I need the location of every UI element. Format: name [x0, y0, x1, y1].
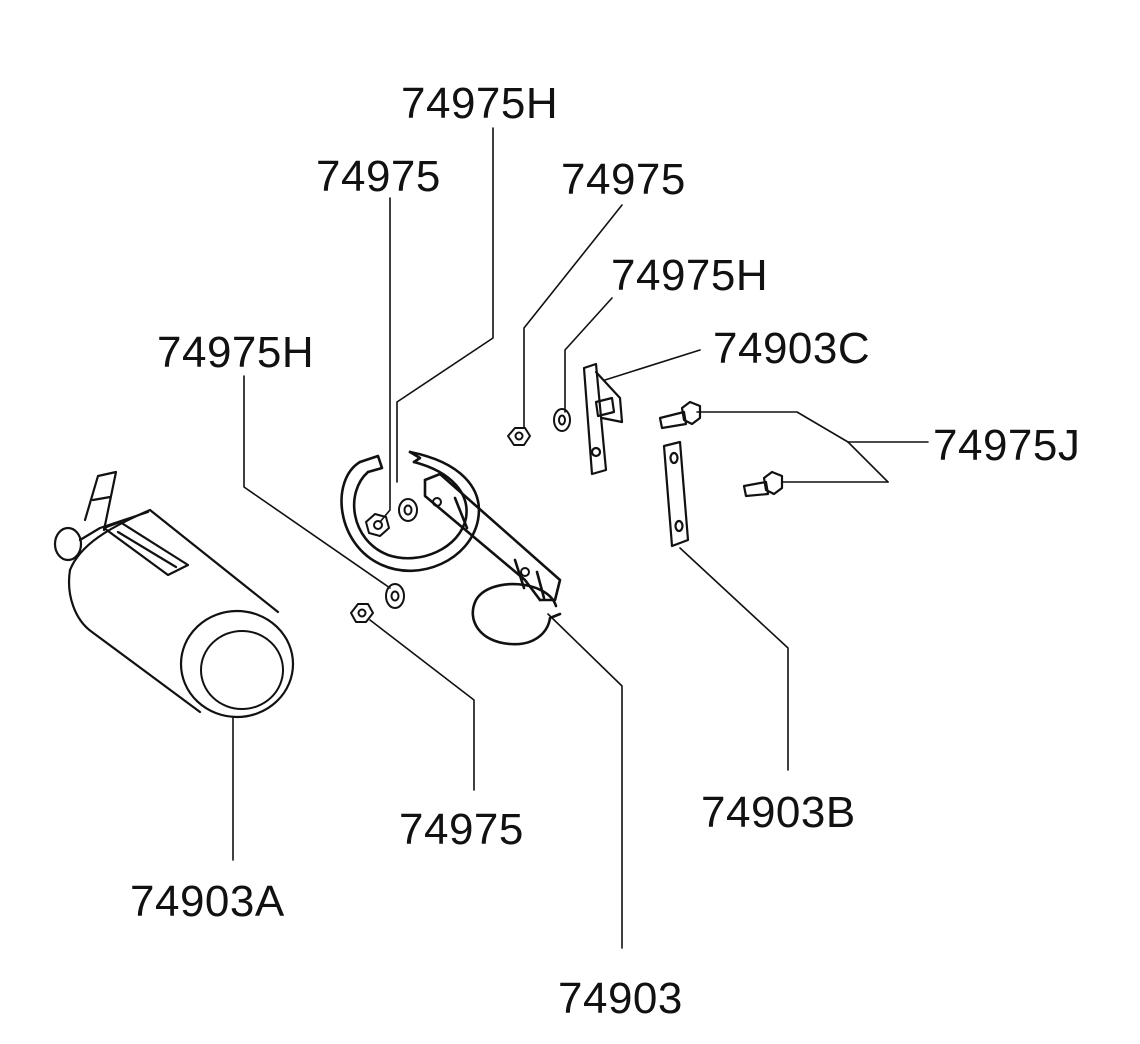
nut-upper-right: [507, 427, 531, 446]
leader-74903: [547, 613, 623, 949]
cylinder-front-inner: [200, 630, 284, 710]
band-clamp-part: [340, 450, 562, 646]
washer-left-lower: [385, 583, 405, 609]
clamp-arm-top: [423, 472, 562, 602]
bolt-upper-shank: [658, 410, 688, 430]
bracket-c-flange: [594, 370, 624, 424]
leader-74975-top-left: [379, 197, 391, 523]
leader-74903C: [604, 349, 701, 381]
leader-74975H-top: [396, 127, 494, 483]
clamp-arm-fold-1: [453, 496, 469, 530]
valve-lever: [83, 470, 118, 532]
leader-74975H-right: [564, 297, 613, 413]
clamp-ear-left: [358, 454, 384, 474]
label-74975-bottom: 74975: [399, 805, 524, 854]
clamp-arm-hole-2: [520, 567, 530, 577]
bracket-c-hole: [590, 446, 602, 458]
bracket-c-plate: [582, 362, 608, 476]
clamp-arm-hole-1: [432, 497, 442, 507]
valve-knob: [53, 526, 83, 562]
leader-74975J-a: [696, 411, 929, 443]
nut-left-lower: [350, 603, 374, 623]
leader-74975-top-right: [523, 204, 623, 429]
clamp-band-inner: [352, 460, 468, 560]
nut-on-clamp: [365, 513, 390, 537]
small-hardware: [350, 408, 571, 623]
label-74975H-right: 74975H: [611, 251, 769, 300]
strap-b-hole-bottom: [674, 519, 684, 533]
clamp-ring: [471, 582, 562, 646]
label-74903: 74903: [558, 974, 683, 1023]
hose-strap: [102, 520, 190, 577]
label-74903C: 74903C: [713, 324, 871, 373]
valve-neck: [78, 510, 150, 542]
strap-b-hole-top: [669, 451, 679, 465]
hose-strap-inner: [116, 530, 178, 569]
washer-on-clamp: [398, 498, 418, 522]
leader-74975J-c: [847, 441, 889, 483]
label-74903B: 74903B: [701, 788, 856, 837]
label-74975J: 74975J: [933, 421, 1081, 470]
clamp-arm-bottom: [423, 478, 542, 602]
leader-74903B: [679, 547, 789, 771]
clamp-arm-fold-3: [535, 570, 546, 600]
strap-74903B-part: [662, 440, 690, 548]
clamp-arm-fold-2: [513, 558, 526, 590]
label-74903A: 74903A: [130, 877, 285, 926]
label-74975H-left: 74975H: [157, 328, 315, 377]
washer-upper-right: [553, 408, 571, 432]
leader-74975H-left: [243, 375, 391, 589]
clamp-band-outer: [340, 450, 481, 573]
bolts-74975J-part: [658, 400, 784, 498]
leader-74975-bottom: [369, 619, 475, 791]
bolt-lower-shank: [742, 480, 770, 498]
bracket-74903C-part: [582, 362, 624, 476]
label-74975-top-right: 74975: [561, 155, 686, 204]
cylinder-body: [68, 508, 280, 714]
bolt-lower-head: [762, 470, 784, 496]
strap-b-body: [662, 440, 690, 548]
leader-lines: [232, 127, 929, 949]
bolt-upper-head: [680, 400, 702, 426]
label-74975-top-left: 74975: [316, 152, 441, 201]
label-74975H-top: 74975H: [401, 79, 559, 128]
extinguisher-cylinder-part: [53, 470, 295, 719]
cylinder-front-outer: [179, 609, 295, 719]
clamp-ear-right: [408, 450, 422, 464]
bracket-c-stud: [594, 396, 616, 418]
